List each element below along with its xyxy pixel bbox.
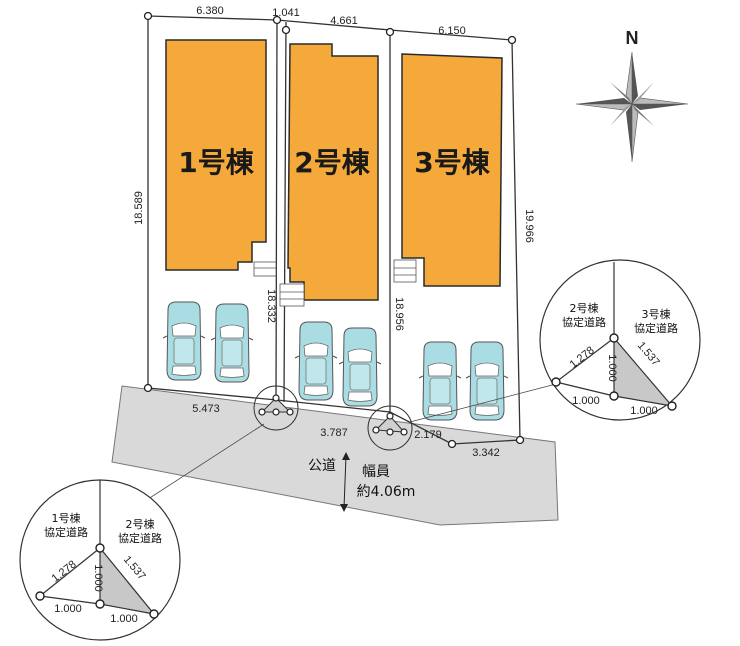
car-icon bbox=[465, 341, 509, 421]
detail-left-label-a-1: 1号棟 bbox=[52, 511, 81, 525]
building-1 bbox=[165, 39, 267, 271]
road-name: 公道 bbox=[308, 458, 336, 474]
dim-top-2: 4.661 bbox=[330, 15, 358, 27]
detail-left-dim-vertical: 1.000 bbox=[92, 564, 104, 592]
leader-line-right bbox=[409, 383, 557, 423]
detail-right-dim-bottom-right: 1.000 bbox=[630, 405, 658, 417]
arrowhead-bottom bbox=[340, 504, 348, 512]
road-width-label: 幅員 bbox=[362, 464, 390, 480]
building-3 bbox=[401, 53, 503, 287]
detail-left-dim-bottom-right: 1.000 bbox=[110, 613, 138, 625]
north-arrow-icon bbox=[575, 51, 689, 163]
building-3-label: 3号棟 bbox=[414, 146, 490, 179]
entrance-steps bbox=[253, 259, 417, 307]
detail-right-dim-vertical: 1.000 bbox=[606, 354, 618, 382]
corner-cut-marker-1 bbox=[253, 385, 299, 431]
dim-top-3: 6.150 bbox=[438, 25, 466, 37]
dim-left-3: 18.956 bbox=[393, 297, 405, 331]
dim-left-2: 18.332 bbox=[265, 289, 277, 323]
dim-bottom-3b: 3.342 bbox=[472, 447, 500, 459]
road-width-value: 約4.06m bbox=[357, 484, 416, 500]
car-icon bbox=[162, 301, 206, 381]
road-width-arrow bbox=[343, 455, 347, 509]
corner-cut-marker-2 bbox=[367, 405, 413, 451]
car-icon bbox=[418, 341, 462, 421]
building-1-label: 1号棟 bbox=[178, 146, 254, 179]
corner-detail-right: 2号棟 協定道路 3号棟 協定道路 1.278 1.000 1.537 1.00… bbox=[539, 259, 701, 421]
dim-bottom-2: 3.787 bbox=[320, 427, 348, 439]
dim-bottom-3a: 2.179 bbox=[414, 429, 442, 441]
lot-boundaries bbox=[147, 15, 521, 445]
detail-left-label-b-2: 協定道路 bbox=[118, 531, 162, 545]
detail-left-label-a-2: 協定道路 bbox=[44, 525, 88, 539]
detail-right-label-a-2: 協定道路 bbox=[562, 315, 606, 329]
dim-left-1: 18.589 bbox=[133, 191, 145, 225]
corner-detail-left: 1号棟 協定道路 2号棟 協定道路 1.278 1.000 1.537 1.00… bbox=[19, 479, 181, 641]
car-icon bbox=[338, 327, 382, 407]
building-2-label: 2号棟 bbox=[294, 146, 370, 179]
dim-bottom-1: 5.473 bbox=[192, 403, 220, 415]
arrowhead-top bbox=[342, 452, 350, 460]
car-icon bbox=[294, 321, 338, 401]
detail-left-label-b-1: 2号棟 bbox=[126, 517, 155, 531]
dim-top-1: 6.380 bbox=[196, 5, 224, 17]
detail-right-label-b-1: 3号棟 bbox=[642, 307, 671, 321]
dim-top-gap: 1.041 bbox=[272, 7, 300, 19]
detail-right-label-a-1: 2号棟 bbox=[570, 301, 599, 315]
detail-right-dim-bottom-left: 1.000 bbox=[572, 395, 600, 407]
north-label: N bbox=[626, 28, 639, 48]
public-road bbox=[111, 385, 559, 526]
car-icon bbox=[210, 303, 254, 383]
dim-right-3: 19.966 bbox=[523, 209, 535, 243]
detail-right-label-b-2: 協定道路 bbox=[634, 321, 678, 335]
detail-left-dim-bottom-left: 1.000 bbox=[54, 603, 82, 615]
boundary-points bbox=[143, 11, 525, 449]
